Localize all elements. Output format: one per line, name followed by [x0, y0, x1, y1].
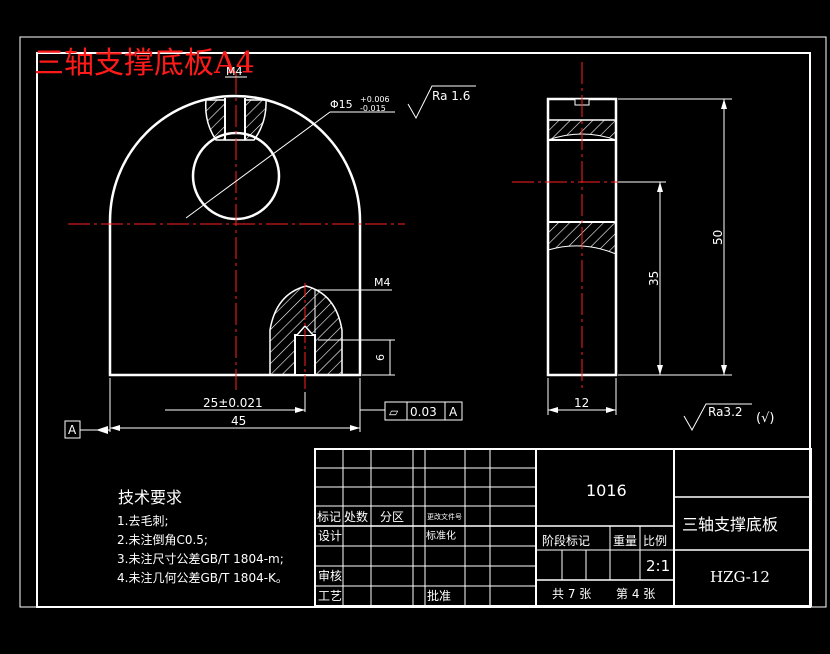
label-design: 设计: [318, 529, 342, 543]
flatness-value: 0.03: [410, 405, 437, 419]
dim-45-label: 45: [231, 414, 246, 428]
dim-50-label: 50: [711, 230, 725, 245]
bore-tol-upper: +0.006: [360, 95, 390, 104]
dim-35-arrow-bot: [657, 365, 663, 375]
label-approve: 批准: [427, 588, 451, 603]
requirement-item: 3.未注尺寸公差GB/T 1804-m;: [117, 551, 284, 566]
dim-50-arrow-top: [721, 99, 727, 109]
front-body-outline: [108, 94, 362, 377]
title-block-grid: [314, 448, 812, 607]
datum-box: [64, 420, 81, 439]
dim-25-label: 25±0.021: [203, 396, 263, 410]
roughness-bore-label: Ra 1.6: [432, 89, 470, 103]
label-stage-mark: 阶段标记: [542, 533, 590, 548]
part-name: 三轴支撑底板: [682, 515, 778, 534]
dim-6-label: 6: [374, 354, 387, 361]
dim-35-label: 35: [647, 271, 661, 286]
scale-value: 2:1: [646, 557, 670, 575]
dim-12-arrow-left: [548, 407, 558, 413]
dim-25-arrow: [295, 407, 305, 413]
requirement-item: 1.去毛刺;: [117, 514, 169, 528]
dim-12-arrow-right: [606, 407, 616, 413]
front-view: [64, 72, 476, 439]
datum-triangle: [96, 426, 108, 434]
roughness-symbol-bore: [407, 85, 476, 120]
dim-45-arrow-left: [110, 425, 120, 431]
row-label-change-doc: 更改文件号: [427, 512, 462, 521]
thread-label-top: M4: [226, 65, 243, 78]
dim-12-label: 12: [574, 396, 589, 410]
datum-label: A: [68, 423, 77, 437]
roughness-symbol-general: [683, 403, 752, 432]
part-code: HZG-12: [710, 568, 770, 586]
flatness-frame: [384, 401, 463, 421]
top-thread-hatch-left: [204, 99, 226, 141]
row-label-mark: 标记: [317, 510, 341, 524]
requirement-item: 4.未注几何公差GB/T 1804-K。: [117, 570, 288, 585]
side-view: [512, 62, 752, 432]
drawing-number: 1016: [586, 481, 627, 500]
dim-35-arrow-top: [657, 182, 663, 192]
bore-leader: [185, 111, 331, 219]
roughness-general-suffix: (√): [756, 411, 774, 426]
title-stamp: 三轴支撑底板A4: [34, 46, 255, 81]
label-ratio: 比例: [643, 534, 667, 548]
requirement-item: 2.未注倒角C0.5;: [117, 532, 208, 547]
bore-tol-lower: -0.015: [360, 104, 386, 113]
sheets-total: 共 7 张: [552, 587, 591, 601]
dim-45-arrow-right: [350, 425, 360, 431]
flatness-datum: A: [449, 405, 458, 419]
thread-label-bottom: M4: [374, 276, 391, 289]
label-standardize: 标准化: [426, 529, 456, 542]
label-process: 工艺: [318, 589, 342, 603]
sheet-number: 第 4 张: [616, 587, 655, 601]
dim-50-arrow-bot: [721, 365, 727, 375]
row-label-zone: 分区: [380, 510, 404, 524]
top-thread-hatch-right: [244, 99, 267, 141]
roughness-general-label: Ra3.2: [708, 405, 743, 419]
requirements-heading: 技术要求: [118, 488, 182, 507]
label-check: 审核: [318, 568, 342, 583]
flatness-symbol: ⏥: [389, 405, 399, 419]
row-label-count: 处数: [344, 509, 368, 524]
bore-diameter-label: Φ15: [330, 98, 353, 111]
label-weight: 重量: [613, 534, 637, 548]
